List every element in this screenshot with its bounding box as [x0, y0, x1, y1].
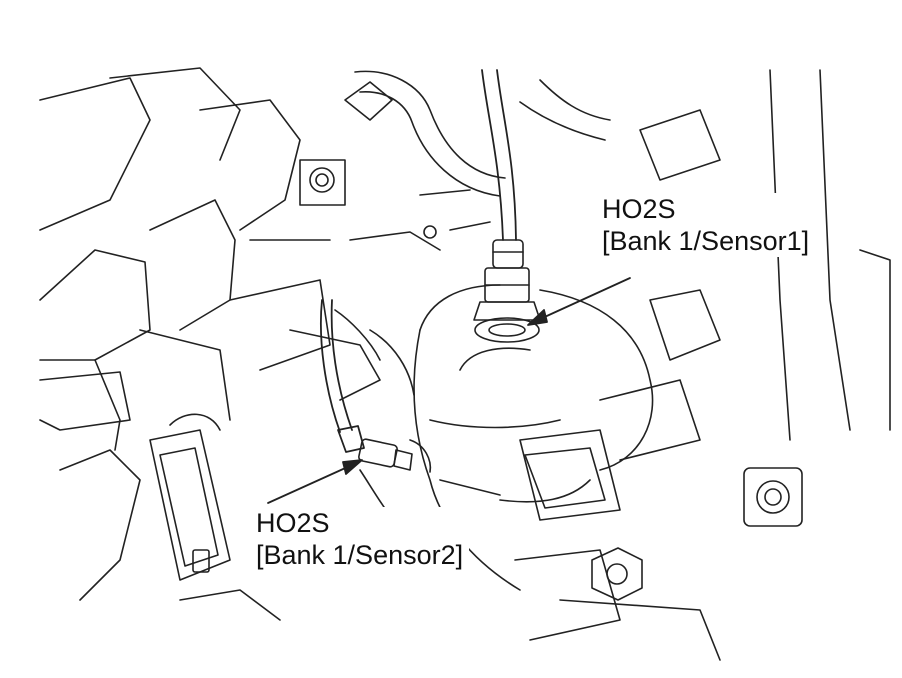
- sensor2-label-title: HO2S: [256, 508, 330, 538]
- upper-hose: [344, 70, 611, 197]
- sensor2-body: [358, 438, 432, 473]
- exhaust-housing: [413, 284, 654, 591]
- right-brackets: [514, 69, 891, 641]
- sensor1-label-title: HO2S: [602, 194, 676, 224]
- sensor1-body: [473, 239, 541, 343]
- sensor1-label: HO2S [Bank 1/Sensor1]: [596, 193, 816, 257]
- left-frame-structure: [39, 67, 331, 601]
- hex-nut-bottom: [559, 547, 721, 661]
- sensor2-leader-line: [267, 464, 353, 504]
- sensor1-leader-line: [537, 277, 631, 321]
- left-mount: [149, 413, 231, 581]
- sensor2-wire: [320, 299, 365, 453]
- leader-arrows: [267, 277, 631, 504]
- lower-details: [179, 189, 491, 621]
- upper-bolt: [299, 159, 346, 206]
- sensor1-wire: [481, 69, 517, 241]
- sensor2-label: HO2S [Bank 1/Sensor2]: [250, 507, 470, 571]
- sensor1-arrowhead: [527, 309, 548, 326]
- sensor2-arrowhead: [342, 459, 363, 475]
- sensor1-label-detail: [Bank 1/Sensor1]: [602, 226, 810, 256]
- sensor2-label-detail: [Bank 1/Sensor2]: [256, 540, 464, 570]
- square-nut-right: [743, 467, 803, 527]
